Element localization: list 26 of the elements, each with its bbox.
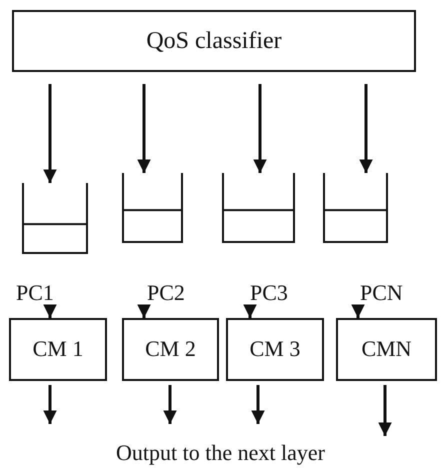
queue-shape (22, 183, 88, 254)
module-box: CM 3 (226, 318, 324, 381)
arrow (351, 304, 365, 318)
arrow (378, 385, 392, 436)
arrow (43, 84, 57, 183)
arrow (163, 385, 177, 424)
queue-shape (323, 173, 388, 243)
node-label: PCN (360, 282, 403, 304)
arrow (243, 304, 257, 318)
arrow (43, 304, 57, 318)
arrow (359, 84, 373, 173)
module-box: CMN (336, 318, 437, 381)
output-note: Output to the next layer (115, 440, 326, 466)
classifier-box: QoS classifier (12, 10, 416, 72)
module-box: CM 2 (122, 318, 219, 381)
arrow (137, 84, 151, 173)
queue-shape (222, 173, 295, 243)
arrow (43, 385, 57, 424)
module-box: CM 1 (9, 318, 107, 381)
arrow (253, 84, 267, 173)
node-label: PC2 (147, 282, 185, 304)
queue-shape (122, 173, 183, 243)
node-label: PC3 (250, 282, 288, 304)
arrow (137, 304, 151, 318)
node-label: PC1 (16, 282, 54, 304)
arrow (251, 385, 265, 424)
